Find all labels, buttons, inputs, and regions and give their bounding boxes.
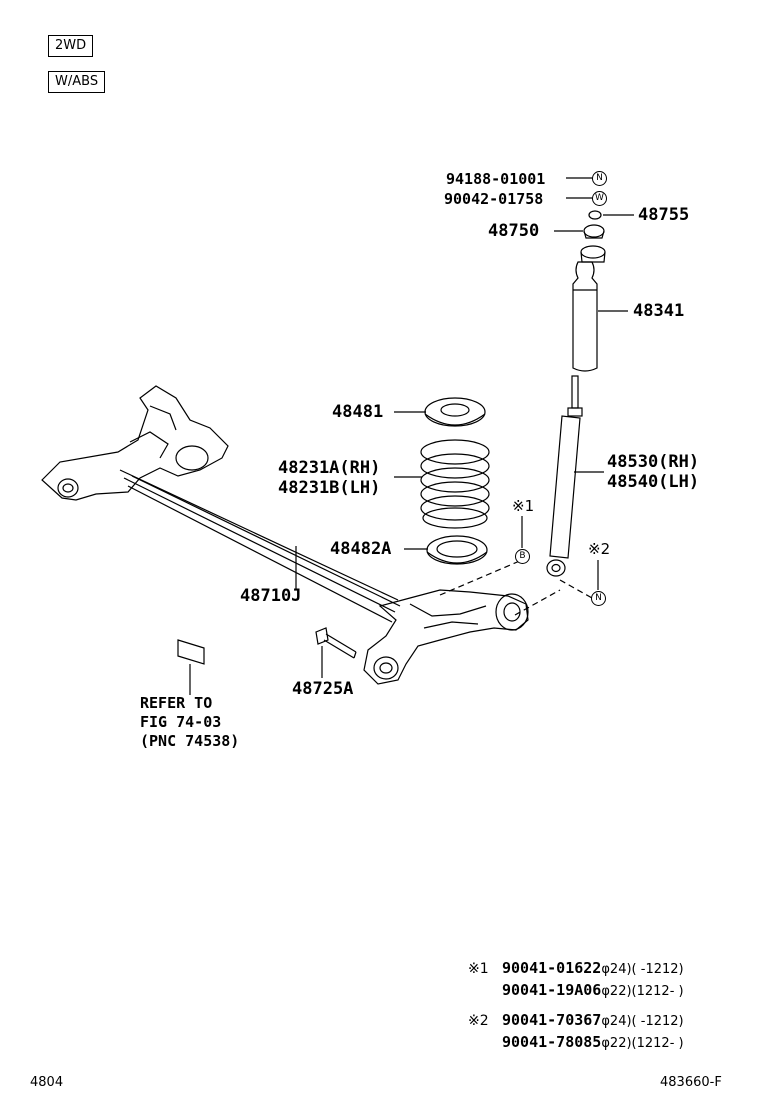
part-48710j[interactable]: 48710J — [240, 586, 302, 606]
marker-n-nut: N — [592, 171, 607, 186]
refer-note-line3: (PNC 74538) — [140, 732, 240, 750]
refer-note-line1: REFER TO — [140, 694, 213, 712]
ref-mark-1: ※1 — [512, 497, 535, 515]
rear-axle-beam — [41, 385, 529, 685]
refer-note-line2: FIG 74-03 — [140, 713, 222, 731]
dust-cover — [572, 261, 598, 372]
table-code[interactable]: 90041-01622 — [502, 959, 602, 977]
table-row: 90041-78085φ22)(1212- ) — [502, 1033, 684, 1051]
part-48482a[interactable]: 48482A — [330, 539, 392, 559]
table-code[interactable]: 90041-70367 — [502, 1011, 602, 1029]
part-48725a[interactable]: 48725A — [292, 679, 354, 699]
footer-page-code: 4804 — [30, 1075, 64, 1090]
part-48231b[interactable]: 48231B(LH) — [278, 478, 381, 498]
upper-spring-seat — [424, 397, 486, 427]
footer-figure-id: 483660-F — [660, 1075, 722, 1090]
tag-2wd: 2WD — [48, 35, 94, 57]
marker-b-bolt: B — [515, 549, 530, 564]
table-code[interactable]: 90041-78085 — [502, 1033, 602, 1051]
part-48540[interactable]: 48540(LH) — [607, 472, 700, 492]
part-48231a[interactable]: 48231A(RH) — [278, 458, 381, 478]
shock-absorber — [546, 375, 583, 577]
part-90042-01758[interactable]: 90042-01758 — [444, 190, 544, 208]
part-48341[interactable]: 48341 — [633, 301, 685, 321]
part-94188-01001[interactable]: 94188-01001 — [446, 170, 546, 188]
refer-plate — [177, 639, 205, 665]
table-row: 90041-19A06φ22)(1212- ) — [502, 981, 684, 999]
bolt — [315, 627, 357, 659]
marker-w-washer: W — [592, 191, 607, 206]
ref-mark-2: ※2 — [588, 540, 611, 558]
upper-mount-parts — [580, 210, 606, 263]
tag-w-abs: W/ABS — [48, 71, 106, 93]
part-48750[interactable]: 48750 — [488, 221, 540, 241]
part-48755[interactable]: 48755 — [638, 205, 690, 225]
part-48530[interactable]: 48530(RH) — [607, 452, 700, 472]
marker-n-nut-lower: N — [591, 591, 606, 606]
table-code[interactable]: 90041-19A06 — [502, 981, 602, 999]
coil-spring — [420, 439, 490, 529]
part-48481[interactable]: 48481 — [332, 402, 384, 422]
lower-spring-seat — [426, 535, 488, 565]
